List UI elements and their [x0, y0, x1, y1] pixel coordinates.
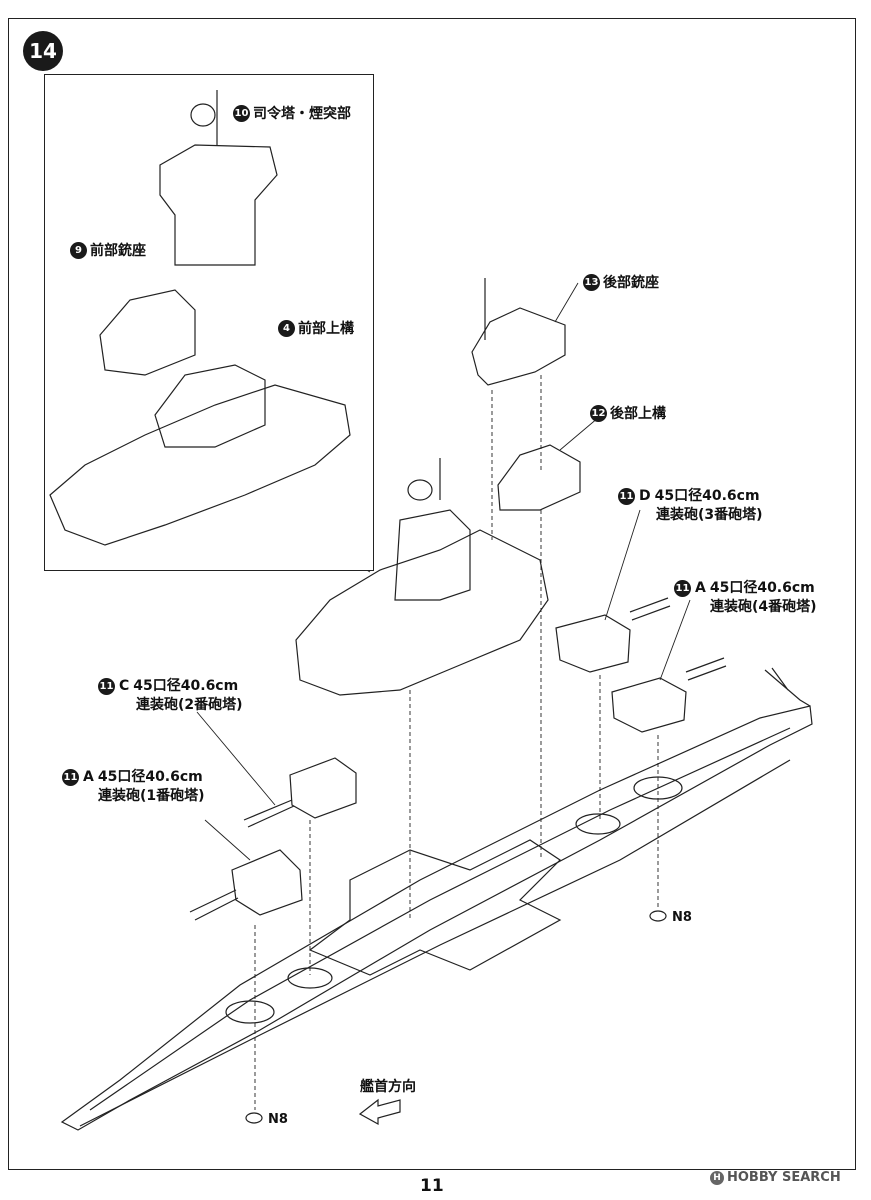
label-line2: 連装砲(1番砲塔) [98, 788, 205, 804]
part-sub-letter: A [83, 769, 94, 785]
n8-aft-part [649, 910, 667, 922]
watermark: H HOBBY SEARCH [710, 1170, 841, 1185]
part-number-badge: 11 [618, 488, 635, 505]
crane [764, 667, 811, 707]
label-line1: 45口径40.6cm [709, 580, 815, 596]
guide-lines [157, 290, 659, 1110]
label-turret-2: 11 C 45口径40.6cm 連装砲(2番砲塔) [98, 677, 243, 715]
label-text: 前部上構 [298, 321, 354, 337]
part-number-badge: 12 [590, 404, 607, 422]
label-line1: 45口径40.6cm [133, 678, 239, 694]
label-line2: 連装砲(4番砲塔) [710, 599, 817, 615]
label-aft-superstructure: 12 後部上構 [590, 403, 666, 423]
label-line2: 連装砲(2番砲塔) [136, 697, 243, 713]
turret-2-art [243, 757, 357, 828]
label-line1: 45口径40.6cm [97, 769, 203, 785]
turret-3-art [555, 597, 671, 673]
part-number-badge: 10 [233, 104, 250, 122]
label-turret-4: 11 A 45口径40.6cm 連装砲(4番砲塔) [674, 579, 817, 617]
step-number-badge: 14 [23, 31, 63, 71]
part-number-badge: 9 [70, 241, 87, 259]
label-line1: 45口径40.6cm [654, 488, 760, 504]
direction-arrow [358, 1098, 401, 1126]
watermark-text: HOBBY SEARCH [727, 1170, 841, 1185]
part-number-badge: 11 [62, 769, 79, 786]
label-conning-tower: 10 司令塔・煙突部 [233, 103, 351, 123]
inset-illustration [49, 90, 351, 546]
part-sub-letter: C [119, 678, 130, 694]
label-text: 後部上構 [610, 406, 666, 422]
inset-fwd-superstructure [154, 364, 266, 448]
n8-fwd-part [245, 1112, 263, 1124]
aft-superstructure-art [497, 444, 581, 511]
hobby-logo-icon: H [710, 1170, 724, 1185]
turret-ring-3 [575, 813, 621, 835]
hull-outline [60, 705, 813, 1131]
inset-conning-tower [159, 144, 278, 266]
label-fwd-gun-mount: 9 前部銃座 [70, 240, 146, 260]
hull-lower-line [79, 759, 791, 1127]
label-text: 司令塔・煙突部 [253, 106, 351, 122]
label-text: 後部銃座 [603, 275, 659, 291]
part-n8-fwd-label: N8 [268, 1112, 288, 1127]
page-frame [8, 18, 856, 1170]
inset-fwd-gun-mount [99, 289, 196, 376]
part-number-badge: 11 [98, 678, 115, 695]
part-number-badge: 4 [278, 319, 295, 337]
label-fwd-superstructure: 4 前部上構 [278, 318, 354, 338]
part-number-badge: 13 [583, 273, 600, 291]
page-number: 11 [420, 1176, 444, 1196]
inset-detail-box [44, 74, 374, 571]
label-turret-1: 11 A 45口径40.6cm 連装砲(1番砲塔) [62, 768, 205, 806]
label-text: 前部銃座 [90, 243, 146, 259]
turret-ring-1 [225, 1000, 275, 1024]
turret-4-art [611, 657, 727, 733]
bow-direction-label: 艦首方向 [360, 1079, 416, 1095]
part-sub-letter: D [639, 488, 651, 504]
inset-deck [49, 384, 351, 546]
label-aft-gun-mount: 13 後部銃座 [583, 272, 659, 292]
turret-1-art [189, 849, 303, 921]
inset-radar-dish [190, 103, 216, 127]
part-sub-letter: A [695, 580, 706, 596]
hull-deck-line [89, 727, 791, 1111]
label-turret-3: 11 D 45口径40.6cm 連装砲(3番砲塔) [618, 487, 763, 525]
label-line2: 連装砲(3番砲塔) [656, 507, 763, 523]
part-n8-aft-label: N8 [672, 910, 692, 925]
assembled-superstructure-art [295, 458, 549, 696]
part-number-badge: 11 [674, 580, 691, 597]
aft-gun-mount-art [471, 278, 566, 386]
deck-center-block [308, 839, 562, 976]
